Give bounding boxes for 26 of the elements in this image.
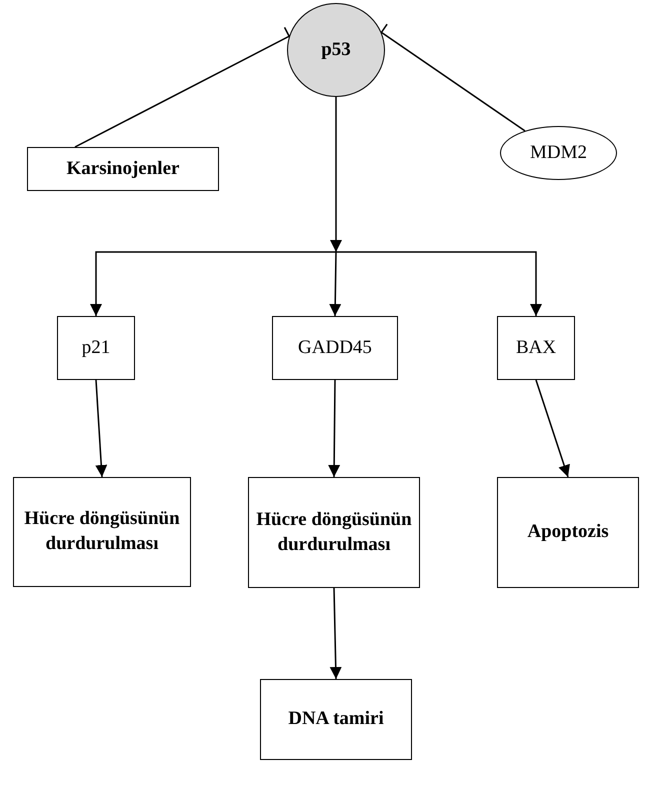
node-label: DNA tamiri — [288, 707, 384, 732]
arrow — [330, 97, 342, 252]
process-box — [497, 477, 639, 588]
process-box — [57, 316, 135, 380]
arrow — [95, 380, 108, 478]
node-label: BAX — [516, 336, 556, 360]
arrow — [330, 588, 342, 680]
process-box — [13, 477, 191, 587]
node-label: Apoptozis — [527, 520, 609, 544]
node-label: Karsinojenler — [66, 156, 180, 181]
node-label: Hücre döngüsünün durdurulması — [255, 508, 413, 556]
arrow — [336, 251, 542, 316]
node-label: p21 — [82, 336, 110, 360]
node-label: Hücre döngüsünün durdurulması — [23, 507, 181, 556]
process-box — [260, 679, 412, 760]
node-label: p53 — [321, 38, 351, 62]
arrow — [329, 252, 342, 316]
process-box — [27, 147, 219, 191]
process-box — [272, 316, 398, 380]
process-box — [248, 477, 420, 588]
node-label: GADD45 — [298, 336, 372, 360]
process-box — [497, 316, 575, 380]
arrow — [328, 380, 340, 477]
node-label: MDM2 — [530, 140, 587, 165]
arrow — [535, 380, 570, 478]
arrow — [90, 251, 336, 316]
